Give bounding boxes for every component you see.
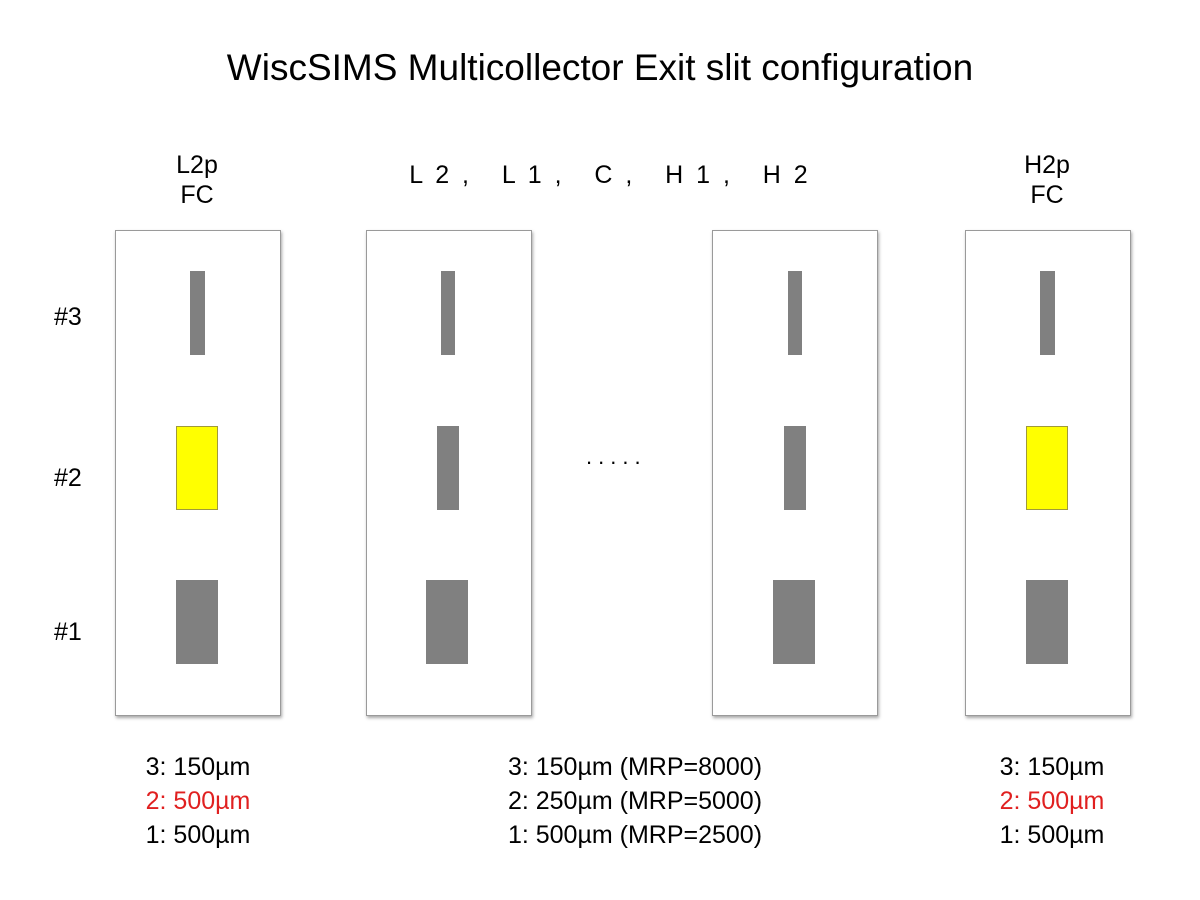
spec-l2p: 3: 150µm 2: 500µm 1: 500µm: [98, 750, 298, 852]
diagram-title: WiscSIMS Multicollector Exit slit config…: [226, 47, 974, 88]
slit-h2p-3: [1040, 271, 1055, 355]
header-middle-detectors: L 2 , L 1 , C , H 1 , H 2: [409, 161, 811, 189]
row-label-1: #1: [54, 618, 82, 646]
slit-l2p-1: [176, 580, 218, 664]
spec-h2p-2-selected: 2: 500µm: [999, 787, 1105, 815]
slit-h2p-1: [1026, 580, 1068, 664]
slit-h2p-2-selected: [1026, 426, 1068, 510]
slit-middle-right-2: [784, 426, 806, 510]
header-h2p-fc: H2p FC: [967, 150, 1127, 210]
spec-middle-2: 2: 250µm (MRP=5000): [507, 787, 763, 815]
spec-h2p-3: 3: 150µm: [999, 753, 1105, 781]
spec-h2p: 3: 150µm 2: 500µm 1: 500µm: [952, 750, 1152, 852]
header-l2p-line1: L2p: [176, 151, 218, 179]
slit-middle-right-1: [773, 580, 815, 664]
header-h2p-line2: FC: [1030, 181, 1064, 209]
header-l2p-fc: L2p FC: [117, 150, 277, 210]
slit-l2p-3: [190, 271, 205, 355]
spec-l2p-1: 1: 500µm: [145, 821, 251, 849]
ellipsis: .....: [586, 444, 647, 469]
slit-middle-right-3: [788, 271, 802, 355]
slit-middle-left-3: [441, 271, 455, 355]
slit-l2p-2-selected: [176, 426, 218, 510]
slit-middle-left-1: [426, 580, 468, 664]
spec-l2p-2-selected: 2: 500µm: [145, 787, 251, 815]
slit-middle-left-2: [437, 426, 459, 510]
spec-middle-3: 3: 150µm (MRP=8000): [507, 753, 763, 781]
header-l2p-line2: FC: [180, 181, 214, 209]
row-label-2: #2: [54, 464, 82, 492]
spec-h2p-1: 1: 500µm: [999, 821, 1105, 849]
header-h2p-line1: H2p: [1024, 151, 1070, 179]
spec-middle-1: 1: 500µm (MRP=2500): [507, 821, 763, 849]
row-label-3: #3: [54, 303, 82, 331]
spec-middle: 3: 150µm (MRP=8000) 2: 250µm (MRP=5000) …: [420, 750, 850, 852]
spec-l2p-3: 3: 150µm: [145, 753, 251, 781]
